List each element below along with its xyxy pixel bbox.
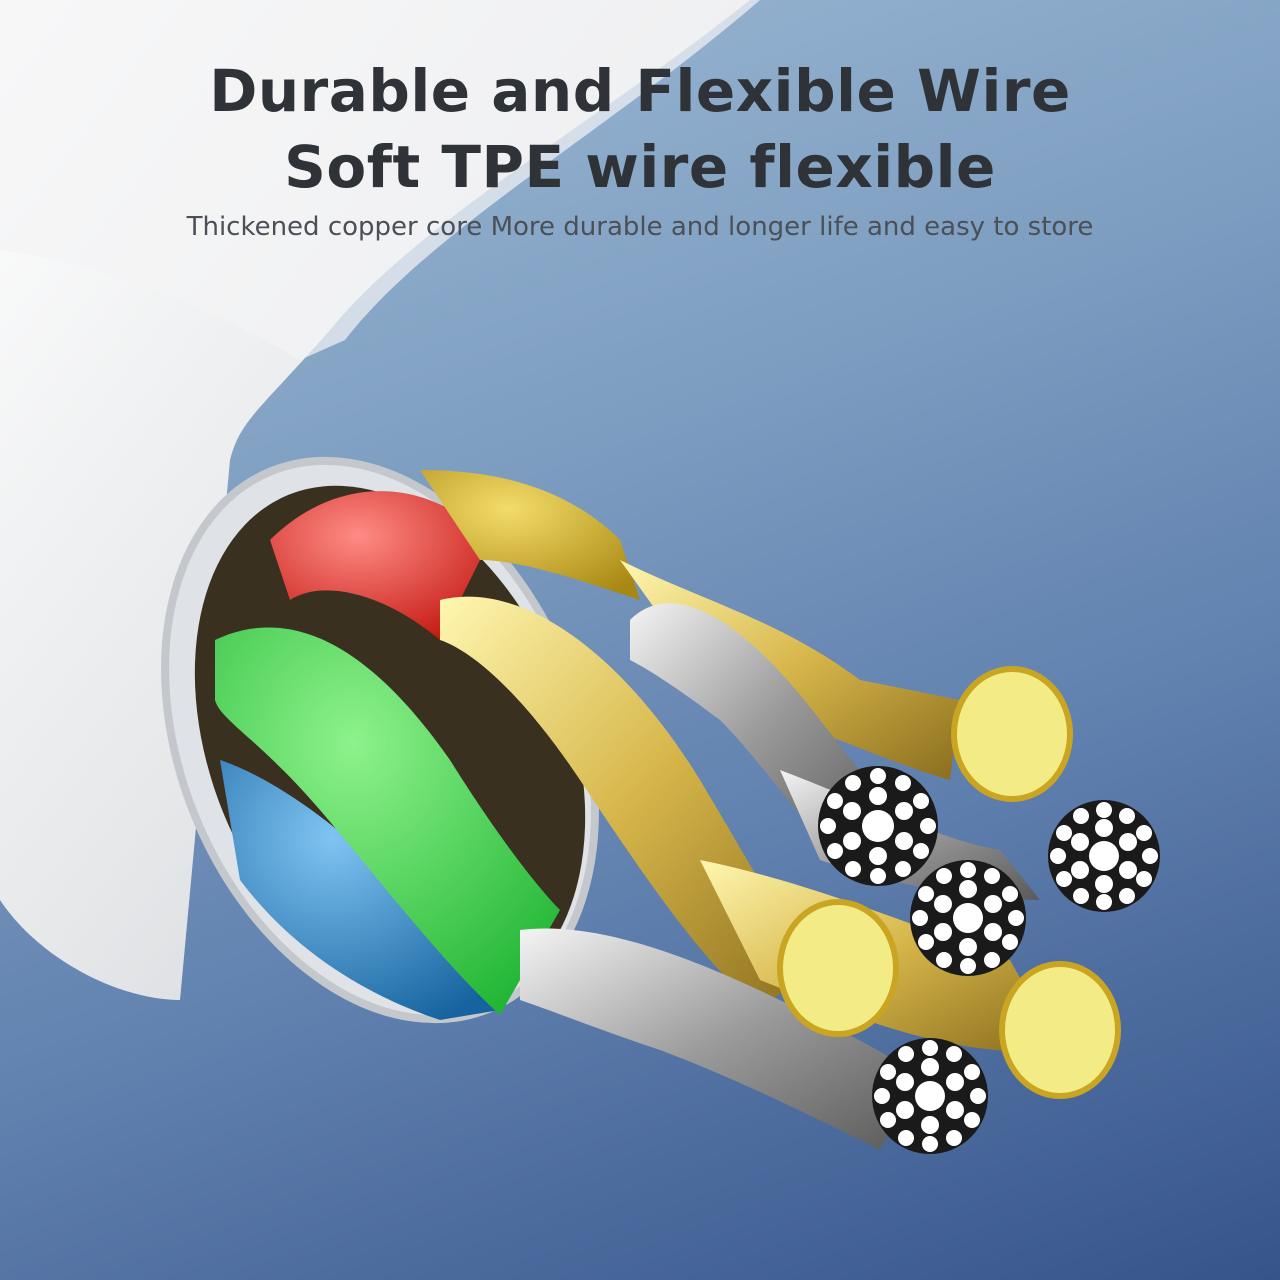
- silver-end-4: [872, 1038, 988, 1154]
- gold-end-1: [951, 666, 1073, 802]
- gold-end-3: [999, 961, 1121, 1099]
- silver-end-1: [818, 766, 938, 886]
- wire-blue: [220, 760, 500, 1020]
- subtitle: Thickened copper core More durable and l…: [186, 212, 1094, 242]
- wire-red: [270, 491, 490, 640]
- silver-end-3: [1048, 800, 1160, 912]
- wire-green: [215, 627, 560, 1015]
- headline-line-1: Durable and Flexible Wire: [209, 57, 1071, 125]
- silver-end-2: [910, 860, 1026, 976]
- gold-end-2: [777, 899, 899, 1037]
- wire-yellow: [420, 470, 640, 600]
- headline-line-2: Soft TPE wire flexible: [284, 133, 996, 201]
